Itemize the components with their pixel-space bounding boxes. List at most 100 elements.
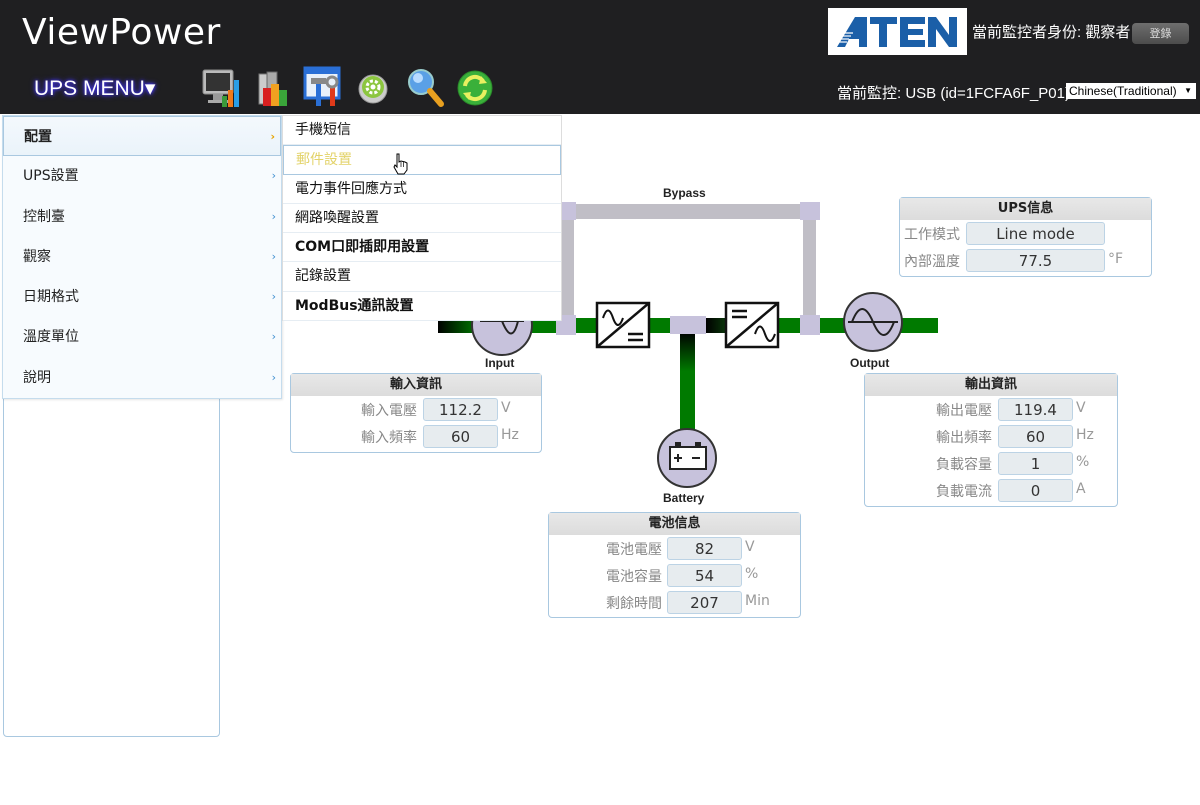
input-voltage-value: 112.2 <box>423 398 498 421</box>
chevron-right-icon: › <box>271 290 276 304</box>
info-row: 負載電流 0 A <box>865 477 1117 504</box>
app-title: ViewPower <box>22 12 221 53</box>
identity-text: 當前監控者身份: 觀察者 <box>972 24 1131 41</box>
input-info-title: 輸入資訊 <box>291 374 541 396</box>
bypass-node <box>558 202 576 220</box>
load-current-value: 0 <box>998 479 1073 502</box>
refresh-icon[interactable] <box>455 64 499 110</box>
output-frequency-value: 60 <box>998 425 1073 448</box>
battery-voltage-label: 電池電壓 <box>606 542 662 558</box>
work-mode-label: 工作模式 <box>904 227 960 243</box>
submenu-item-sms[interactable]: 手機短信 <box>283 116 561 146</box>
menu-item-temperature-unit[interactable]: 溫度單位 › <box>3 317 281 357</box>
input-voltage-label: 輸入電壓 <box>361 403 417 419</box>
submenu-item-com-pnp[interactable]: COM口即插即用設置 <box>283 233 561 263</box>
bypass-line-right <box>803 210 816 322</box>
output-info-panel: 輸出資訊 輸出電壓 119.4 V 輸出頻率 60 Hz 負載容量 1 % 負載… <box>864 373 1118 507</box>
load-current-label: 負載電流 <box>936 484 992 500</box>
load-capacity-unit: % <box>1076 454 1090 470</box>
reports-icon[interactable] <box>251 64 295 110</box>
info-row: 輸出頻率 60 Hz <box>865 423 1117 450</box>
menu-item-help[interactable]: 說明 › <box>3 358 281 398</box>
input-frequency-label: 輸入頻率 <box>361 430 417 446</box>
submenu-item-log-settings[interactable]: 記錄設置 <box>283 262 561 292</box>
output-voltage-unit: V <box>1076 400 1086 416</box>
chevron-right-icon: › <box>271 209 276 223</box>
chevron-right-icon: › <box>270 130 275 143</box>
menu-item-date-format[interactable]: 日期格式 › <box>3 277 281 317</box>
battery-line <box>680 332 695 430</box>
submenu-item-email-settings[interactable]: 郵件設置 <box>283 145 561 175</box>
info-row: 工作模式 Line mode <box>900 220 1151 247</box>
inverter-icon <box>724 301 780 349</box>
load-capacity-value: 1 <box>998 452 1073 475</box>
dc-bus-segment <box>706 318 728 333</box>
aten-logo-icon <box>835 16 957 47</box>
menu-item-label: 溫度單位 <box>23 329 79 346</box>
internal-temp-unit: °F <box>1108 251 1124 267</box>
menu-item-view[interactable]: 觀察 › <box>3 237 281 277</box>
info-row: 內部溫度 77.5 °F <box>900 247 1151 274</box>
bypass-label: Bypass <box>663 186 706 200</box>
menu-item-label: 配置 <box>24 129 52 145</box>
battery-capacity-unit: % <box>745 566 759 582</box>
battery-capacity-value: 54 <box>667 564 742 587</box>
battery-voltage-unit: V <box>745 539 755 555</box>
dc-junction-node <box>670 316 706 334</box>
rectifier-icon <box>595 301 651 349</box>
battery-voltage-value: 82 <box>667 537 742 560</box>
load-current-unit: A <box>1076 481 1086 497</box>
monitor-chart-icon[interactable] <box>200 64 244 110</box>
input-frequency-unit: Hz <box>501 427 519 443</box>
input-info-panel: 輸入資訊 輸入電壓 112.2 V 輸入頻率 60 Hz <box>290 373 542 453</box>
info-row: 剩餘時間 207 Min <box>549 589 800 616</box>
dropdown-arrow-icon: ▼ <box>1184 86 1192 95</box>
aten-logo <box>828 8 967 55</box>
input-label: Input <box>485 356 515 370</box>
submenu-item-modbus[interactable]: ModBus通訊設置 <box>283 292 561 322</box>
ups-info-panel: UPS信息 工作模式 Line mode 內部溫度 77.5 °F <box>899 197 1152 277</box>
output-frequency-label: 輸出頻率 <box>936 430 992 446</box>
input-voltage-unit: V <box>501 400 511 416</box>
output-voltage-value: 119.4 <box>998 398 1073 421</box>
submenu-item-wake-on-lan[interactable]: 網路喚醒設置 <box>283 204 561 234</box>
menu-item-label: 觀察 <box>23 248 51 265</box>
menu-item-label: 控制臺 <box>23 208 65 225</box>
remaining-time-value: 207 <box>667 591 742 614</box>
search-icon[interactable] <box>404 64 448 110</box>
header-bar: ViewPower UPS MENU▾ <box>0 0 1200 114</box>
tools-icon[interactable] <box>302 64 346 110</box>
menu-item-console[interactable]: 控制臺 › <box>3 197 281 237</box>
language-select[interactable]: Chinese(Traditional) ▼ <box>1066 83 1196 99</box>
menu-item-config[interactable]: 配置 › <box>3 116 281 157</box>
menu-item-ups-settings[interactable]: UPS設置 › <box>3 156 281 196</box>
submenu-item-power-event-response[interactable]: 電力事件回應方式 <box>283 175 561 204</box>
info-row: 輸出電壓 119.4 V <box>865 396 1117 423</box>
info-row: 電池電壓 82 V <box>549 535 800 562</box>
work-mode-value: Line mode <box>966 222 1105 245</box>
toolbar <box>200 64 506 110</box>
output-label: Output <box>850 356 890 370</box>
bypass-node <box>800 315 820 335</box>
menu-item-label: 說明 <box>23 369 51 386</box>
internal-temp-value: 77.5 <box>966 249 1105 272</box>
settings-icon[interactable] <box>353 64 397 110</box>
current-monitor-text: 當前監控: USB (id=1FCFA6F_P01) <box>837 85 1070 102</box>
ups-info-title: UPS信息 <box>900 198 1151 220</box>
input-line-fade <box>438 318 478 333</box>
battery-capacity-label: 電池容量 <box>606 569 662 585</box>
menu-item-label: UPS設置 <box>23 168 79 185</box>
internal-temp-label: 內部溫度 <box>904 254 960 270</box>
chevron-right-icon: › <box>271 249 276 263</box>
battery-icon <box>657 428 717 488</box>
login-button[interactable]: 登錄 <box>1132 23 1189 44</box>
output-info-title: 輸出資訊 <box>865 374 1117 396</box>
main-menu: 配置 › UPS設置 › 控制臺 › 觀察 › 日期格式 › 溫度單位 › 說明… <box>2 115 282 399</box>
output-frequency-unit: Hz <box>1076 427 1094 443</box>
chevron-right-icon: › <box>271 370 276 384</box>
ups-menu-button[interactable]: UPS MENU▾ <box>34 77 156 100</box>
battery-label: Battery <box>663 491 705 505</box>
chevron-right-icon: › <box>271 169 276 183</box>
load-capacity-label: 負載容量 <box>936 457 992 473</box>
